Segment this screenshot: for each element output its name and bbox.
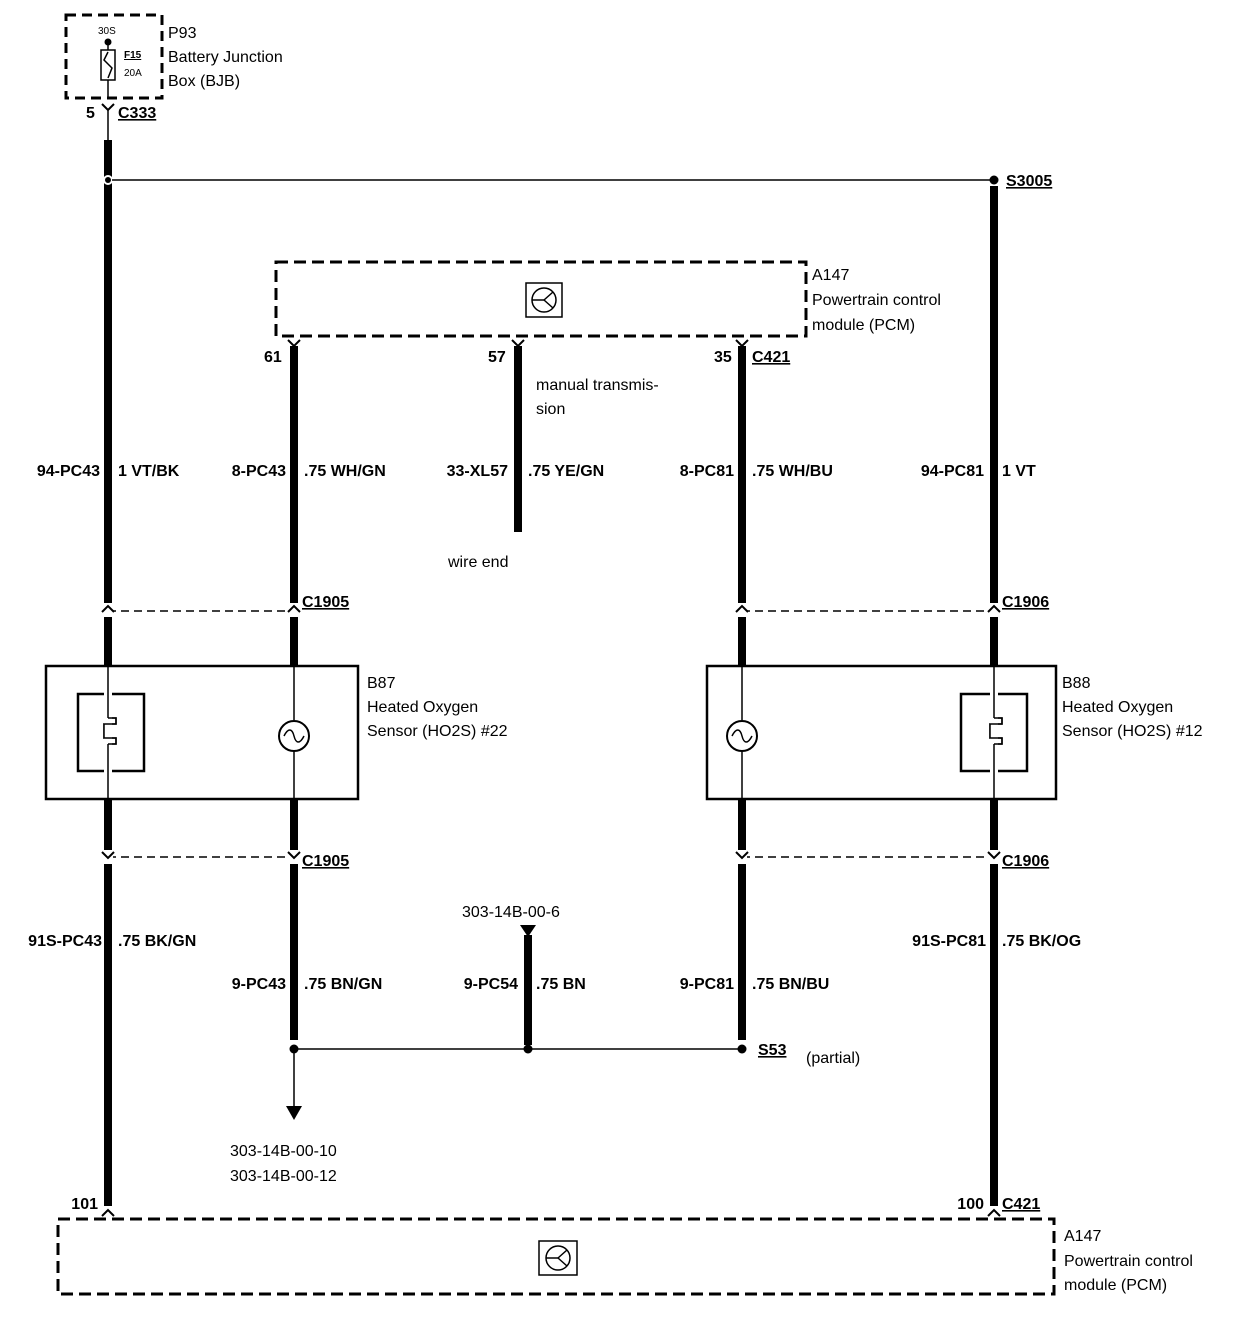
wire-label-9-pc43: 9-PC43 <box>232 976 286 993</box>
connector-c1905-lower: C1905 <box>302 853 349 870</box>
splice-s53: S53 <box>758 1042 787 1059</box>
wire-spec-33-xl57: .75 YE/GN <box>528 463 604 480</box>
sensor-b88-name-line1: Heated Oxygen <box>1062 699 1173 716</box>
sensor-b87-ref: B87 <box>367 675 396 692</box>
splice-s3005: S3005 <box>1006 173 1052 190</box>
bjb-name-line2: Box (BJB) <box>168 73 240 90</box>
wire-label-9-pc54: 9-PC54 <box>464 976 518 993</box>
connector-c1905-upper: C1905 <box>302 594 349 611</box>
wire-spec-9-pc81: .75 BN/BU <box>752 976 829 993</box>
sensor-b87-name-line2: Sensor (HO2S) #22 <box>367 723 508 740</box>
wire-spec-9-pc43: .75 BN/GN <box>304 976 382 993</box>
wire-spec-8-pc81: .75 WH/BU <box>752 463 833 480</box>
connector-c1906-upper: C1906 <box>1002 594 1049 611</box>
ground-ref-arrow-icon <box>286 1106 302 1120</box>
sensor-b88-name-line2: Sensor (HO2S) #12 <box>1062 723 1203 740</box>
wire-label-94-pc81: 94-PC81 <box>921 463 984 480</box>
connector-c1906-lower: C1906 <box>1002 853 1049 870</box>
manual-trans-note-line1: manual transmis- <box>536 377 659 394</box>
splice-s3005-dot <box>989 175 999 185</box>
pcm-pin-35: 35 <box>714 349 732 366</box>
pcm-top-name-line1: Powertrain control <box>812 292 941 309</box>
wire-spec-9-pc54: .75 BN <box>536 976 586 993</box>
wire-spec-8-pc43: .75 WH/GN <box>304 463 386 480</box>
splice-s53-dot <box>737 1044 747 1054</box>
pcm-pin-101: 101 <box>71 1196 98 1213</box>
pcm-bottom-name-line2: module (PCM) <box>1064 1277 1167 1294</box>
sensor-b88-box <box>705 664 1058 801</box>
pcm-chip-icon <box>525 282 563 318</box>
ground-ref-arrow-icon <box>520 925 536 937</box>
connector-c421-bottom: C421 <box>1002 1196 1040 1213</box>
sensor-b87-name-line1: Heated Oxygen <box>367 699 478 716</box>
bjb-ref: P93 <box>168 25 197 42</box>
manual-trans-note-line2: sion <box>536 401 565 418</box>
wire-end-label: wire end <box>447 554 508 571</box>
splice-s53-note: (partial) <box>806 1050 860 1067</box>
wire-label-8-pc43: 8-PC43 <box>232 463 286 480</box>
pcm-top-ref: A147 <box>812 267 849 284</box>
wire-spec-94-pc81: 1 VT <box>1002 463 1036 480</box>
fuse-rating: 20A <box>124 68 142 79</box>
bjb-outline <box>64 13 164 100</box>
wire-label-91s-pc43: 91S-PC43 <box>28 933 102 950</box>
pcm-bottom-outline <box>56 1217 1056 1296</box>
wire-spec-94-pc43: 1 VT/BK <box>118 463 180 480</box>
ground-ref-bottom-2: 303-14B-00-12 <box>230 1168 337 1185</box>
pcm-bottom-name-line1: Powertrain control <box>1064 1253 1193 1270</box>
bjb-pin-label: 30S <box>98 26 116 37</box>
wire-spec-91s-pc43: .75 BK/GN <box>118 933 196 950</box>
bjb-out-pin: 5 <box>86 105 95 122</box>
pcm-top-outline <box>274 260 808 338</box>
pcm-pin-100: 100 <box>957 1196 984 1213</box>
connector-c421-top: C421 <box>752 349 790 366</box>
pcm-bottom-ref: A147 <box>1064 1228 1101 1245</box>
pcm-pin-61: 61 <box>264 349 282 366</box>
wire-label-8-pc81: 8-PC81 <box>680 463 734 480</box>
wire-label-33-xl57: 33-XL57 <box>447 463 508 480</box>
ground-ref-bottom-1: 303-14B-00-10 <box>230 1143 337 1160</box>
sensor-b88-ref: B88 <box>1062 675 1091 692</box>
sensor-b87-box <box>44 664 360 801</box>
wire-label-94-pc43: 94-PC43 <box>37 463 100 480</box>
ground-ref-top: 303-14B-00-6 <box>462 904 560 921</box>
wire-label-91s-pc81: 91S-PC81 <box>912 933 986 950</box>
pcm-chip-icon <box>538 1240 578 1276</box>
pcm-top-name-line2: module (PCM) <box>812 317 915 334</box>
bjb-name-line1: Battery Junction <box>168 49 283 66</box>
wire-spec-91s-pc81: .75 BK/OG <box>1002 933 1081 950</box>
pcm-pin-57: 57 <box>488 349 506 366</box>
connector-c333: C333 <box>118 105 156 122</box>
fuse-id: F15 <box>124 50 142 61</box>
wire-label-9-pc81: 9-PC81 <box>680 976 734 993</box>
